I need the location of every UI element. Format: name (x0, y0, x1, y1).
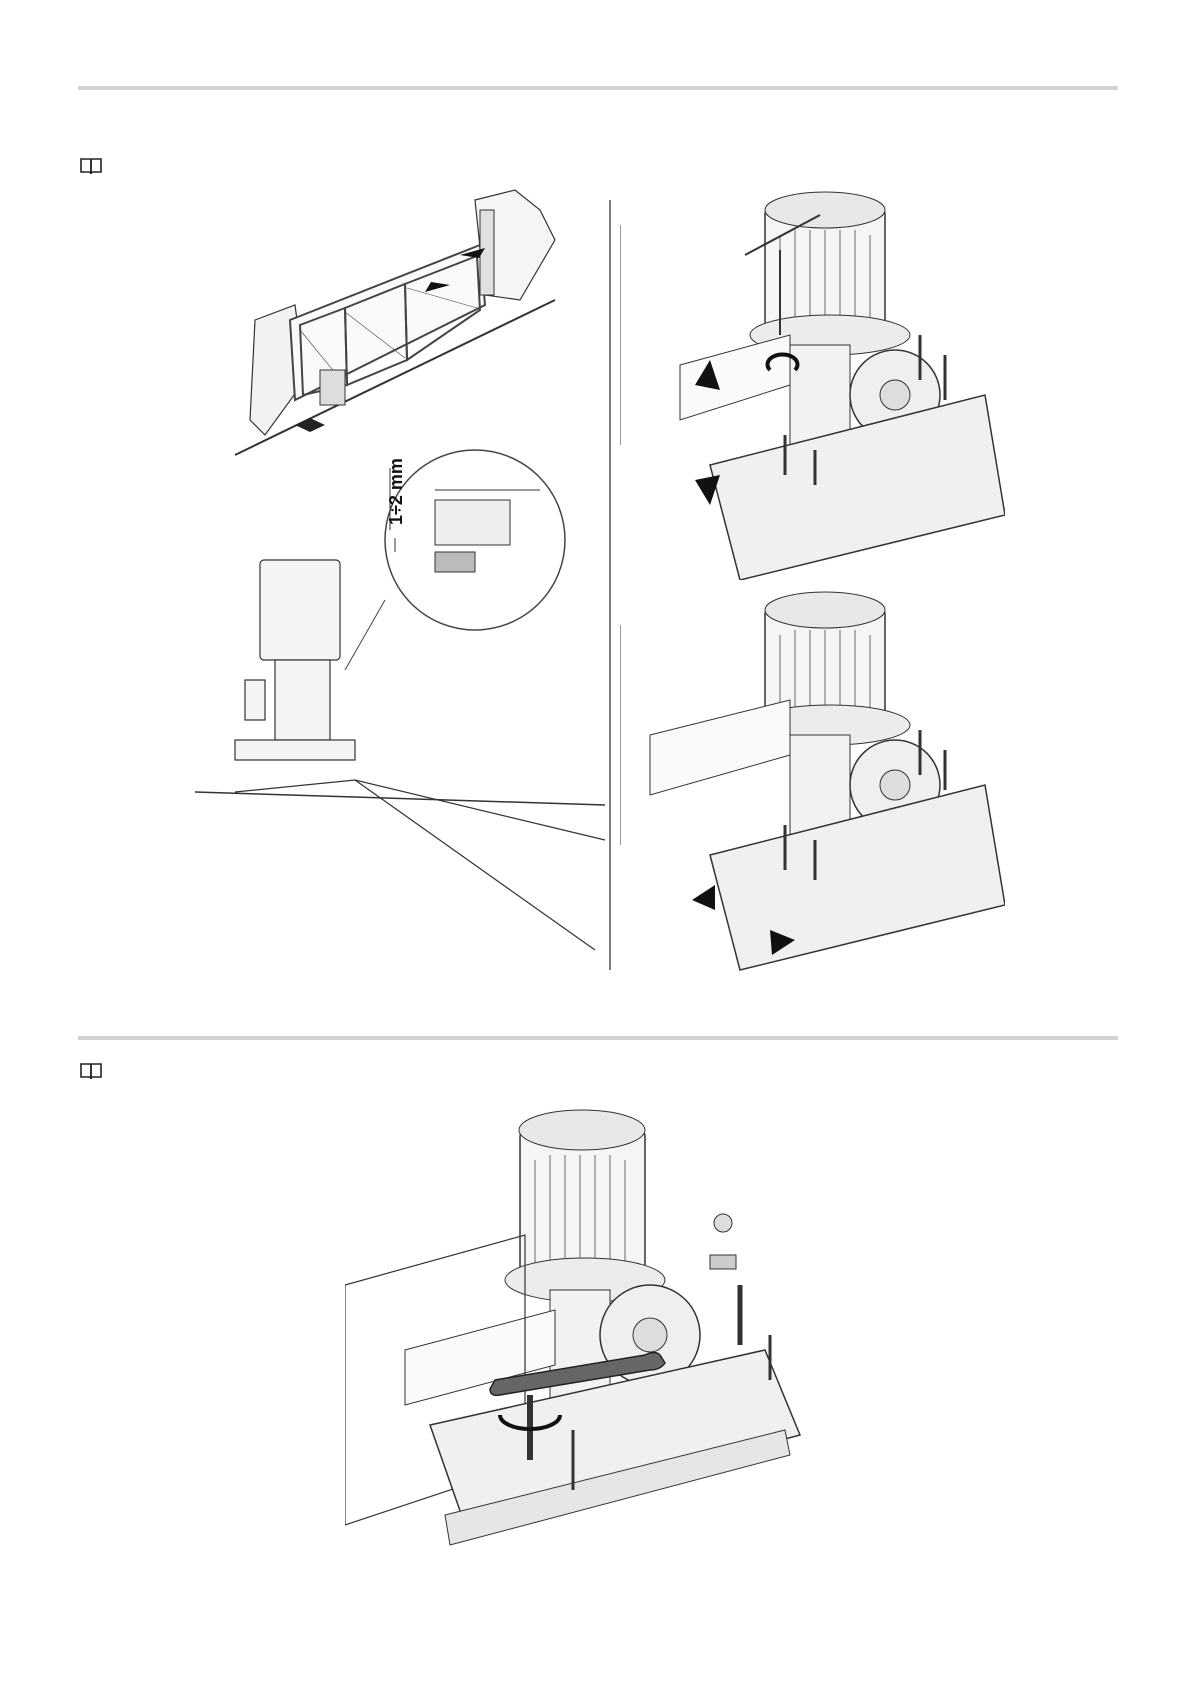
gap-dimension-label: 1÷2 mm (386, 458, 406, 525)
middle-divider (78, 1036, 1118, 1040)
slide-adjustment-figure (620, 585, 1005, 980)
gate-overview-figure: 1÷2 mm (195, 180, 615, 980)
book-icon (80, 1062, 102, 1080)
motor-fixing-figure (345, 1105, 875, 1565)
gate (290, 245, 485, 400)
slide-left-arrow-icon (692, 885, 715, 910)
book-icon (80, 157, 102, 175)
height-adjustment-figure (620, 185, 1005, 580)
top-divider (78, 86, 1118, 90)
motor-unit (235, 560, 355, 760)
